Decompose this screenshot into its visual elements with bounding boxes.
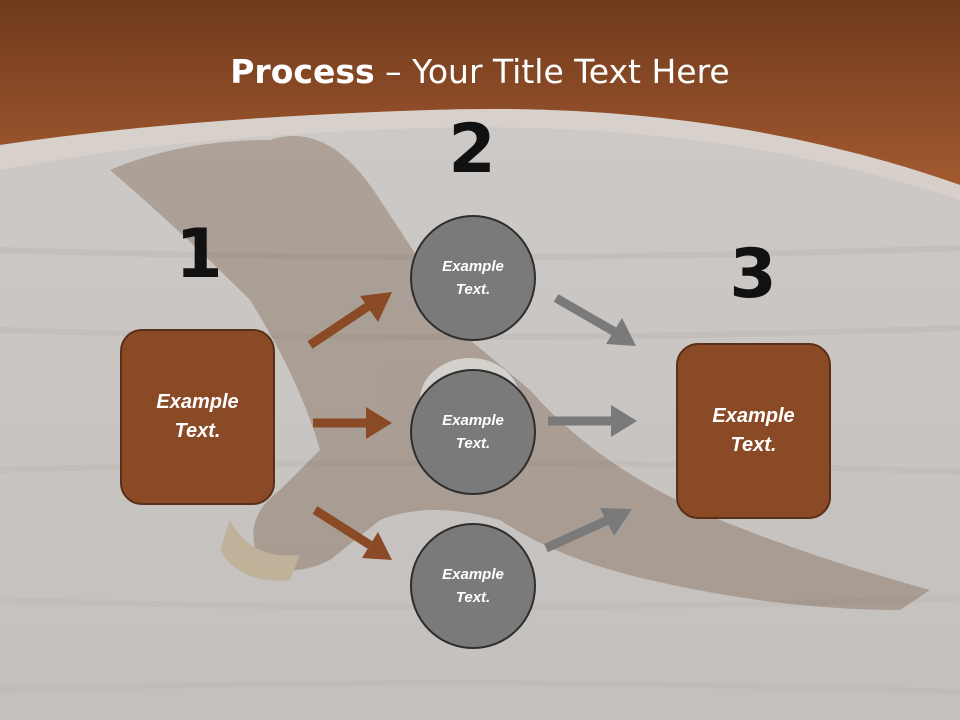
arrow-1-to-top [307,292,392,349]
arrow-1-to-middle [313,407,392,439]
step-2-circle-bottom: Example Text. [410,523,536,649]
step-1-box-line1: Example [156,391,239,413]
title-rest: – Your Title Text Here [374,52,730,91]
step-2-circle-middle: Example Text. [410,369,536,495]
step-1-box: Example Text. [120,329,275,505]
step-2-circle-top: Example Text. [410,215,536,341]
circle-top-line1: Example [442,258,504,275]
step-3-box: Example Text. [676,343,831,519]
step-3-box-line2: Text. [730,434,777,456]
step-3-number: 3 [729,235,777,314]
step-3-box-line1: Example [712,405,795,427]
arrow-middle-to-3 [548,405,637,437]
arrow-bottom-to-3 [544,508,632,553]
step-1-box-line2: Text. [174,420,221,442]
circle-top-line2: Text. [455,281,491,298]
circle-bottom-line2: Text. [455,589,491,606]
circle-bottom-line1: Example [442,566,504,583]
title-bold: Process [230,52,375,91]
slide-title: Process – Your Title Text Here [0,52,960,91]
arrow-top-to-3 [553,294,636,346]
step-2-number: 2 [448,110,496,189]
circle-middle-line1: Example [442,412,504,429]
step-1-number: 1 [175,215,223,294]
arrow-1-to-bottom [312,506,392,560]
circle-middle-line2: Text. [455,435,491,452]
